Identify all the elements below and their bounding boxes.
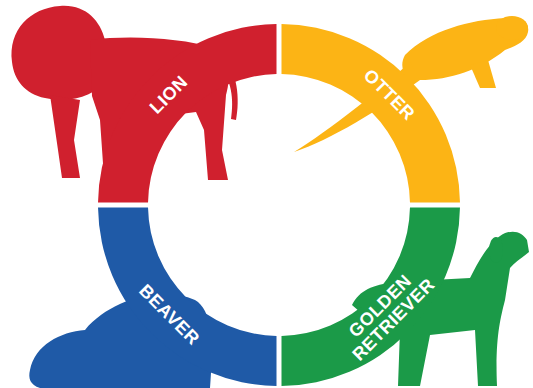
band-shape: [98, 205, 279, 386]
band-fill: [98, 24, 276, 202]
quadrant-band: BEAVER: [98, 205, 279, 386]
quadrant-band: GOLDEN RETRIEVER: [279, 205, 460, 386]
band-fill: [282, 24, 460, 202]
band-fill: [282, 208, 460, 386]
quadrant-band: OTTER: [279, 24, 460, 205]
band-fill: [98, 208, 276, 386]
band-shape: [279, 24, 460, 205]
band-shape: [98, 24, 279, 205]
quadrant-band: LION: [98, 24, 279, 205]
band-shape: [279, 205, 460, 386]
